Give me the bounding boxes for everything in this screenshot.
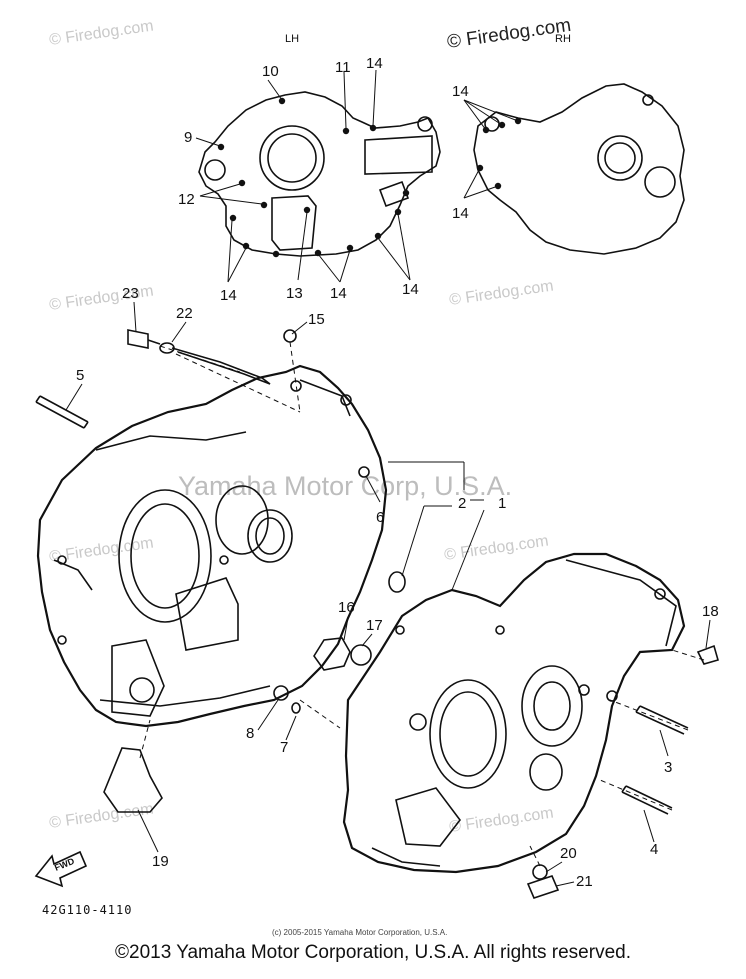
crankcase-left [36, 364, 388, 728]
gasket-rh [473, 83, 685, 255]
callout-14: 14 [452, 205, 469, 222]
fwd-label: FWD [53, 856, 76, 873]
callout-10: 10 [262, 63, 279, 80]
callout-18: 18 [702, 603, 719, 620]
stud-5 [35, 395, 89, 429]
callout-20: 20 [560, 845, 577, 862]
dowel-pin-8 [273, 685, 289, 701]
callout-4: 4 [650, 841, 658, 858]
callout-9: 9 [184, 129, 192, 146]
fwd-arrow-icon: FWD [34, 850, 88, 888]
o-ring-7 [291, 702, 301, 714]
callout-23: 23 [122, 285, 139, 302]
diagram-code: 42G110-4110 [42, 903, 132, 917]
callouts: 10 11 14 9 12 14 13 14 14 14 14 23 22 15… [76, 55, 719, 890]
callout-13: 13 [286, 285, 303, 302]
dowel-pin-1 [388, 571, 406, 593]
stud-3 [635, 705, 689, 735]
callout-12: 12 [178, 191, 195, 208]
callout-15: 15 [308, 311, 325, 328]
callout-11: 11 [335, 59, 351, 76]
gasket-lh [198, 91, 441, 258]
callout-2: 2 [458, 495, 466, 512]
small-credit: (c) 2005-2015 Yamaha Motor Corporation, … [272, 928, 447, 937]
callout-14: 14 [220, 287, 237, 304]
watermark-firedog: © Firedog.com [48, 282, 154, 313]
callout-6: 6 [376, 509, 384, 526]
dipstick-22 [159, 342, 271, 385]
washer-21 [526, 875, 560, 899]
side-label-rh: RH [555, 33, 571, 45]
callout-19: 19 [152, 853, 169, 870]
bolt-23 [127, 329, 161, 349]
callout-5: 5 [76, 367, 84, 384]
side-label-lh: LH [285, 33, 299, 45]
callout-7: 7 [280, 739, 288, 756]
leader-lines-upper [195, 69, 519, 283]
callout-14: 14 [452, 83, 469, 100]
watermark-firedog: © Firedog.com [48, 17, 154, 48]
callout-16: 16 [338, 599, 355, 616]
clip-18 [696, 644, 719, 665]
callout-17: 17 [366, 617, 383, 634]
watermark-firedog: © Firedog.com [48, 800, 154, 831]
plug-20 [532, 864, 548, 880]
watermark-center: Yamaha Motor Corp, U.S.A. [178, 471, 512, 501]
callout-14: 14 [366, 55, 383, 72]
callout-14: 14 [402, 281, 419, 298]
stud-4 [621, 785, 673, 815]
copyright-footer: ©2013 Yamaha Motor Corporation, U.S.A. A… [115, 942, 631, 963]
watermark-top-right: © Firedog.com [446, 15, 573, 53]
callout-1: 1 [498, 495, 506, 512]
callout-3: 3 [664, 759, 672, 776]
watermark-firedog: © Firedog.com [48, 534, 154, 565]
cover-16-17 [313, 637, 372, 671]
watermark-firedog: © Firedog.com [448, 804, 554, 835]
callout-21: 21 [576, 873, 593, 890]
assembly-lines [139, 341, 705, 867]
leader-lines-lower [65, 301, 711, 887]
callout-14: 14 [330, 285, 347, 302]
callout-8: 8 [246, 725, 254, 742]
watermark-firedog: © Firedog.com [443, 532, 549, 563]
callout-22: 22 [176, 305, 193, 322]
guard-19 [103, 747, 163, 813]
watermark-firedog: © Firedog.com [448, 277, 554, 308]
